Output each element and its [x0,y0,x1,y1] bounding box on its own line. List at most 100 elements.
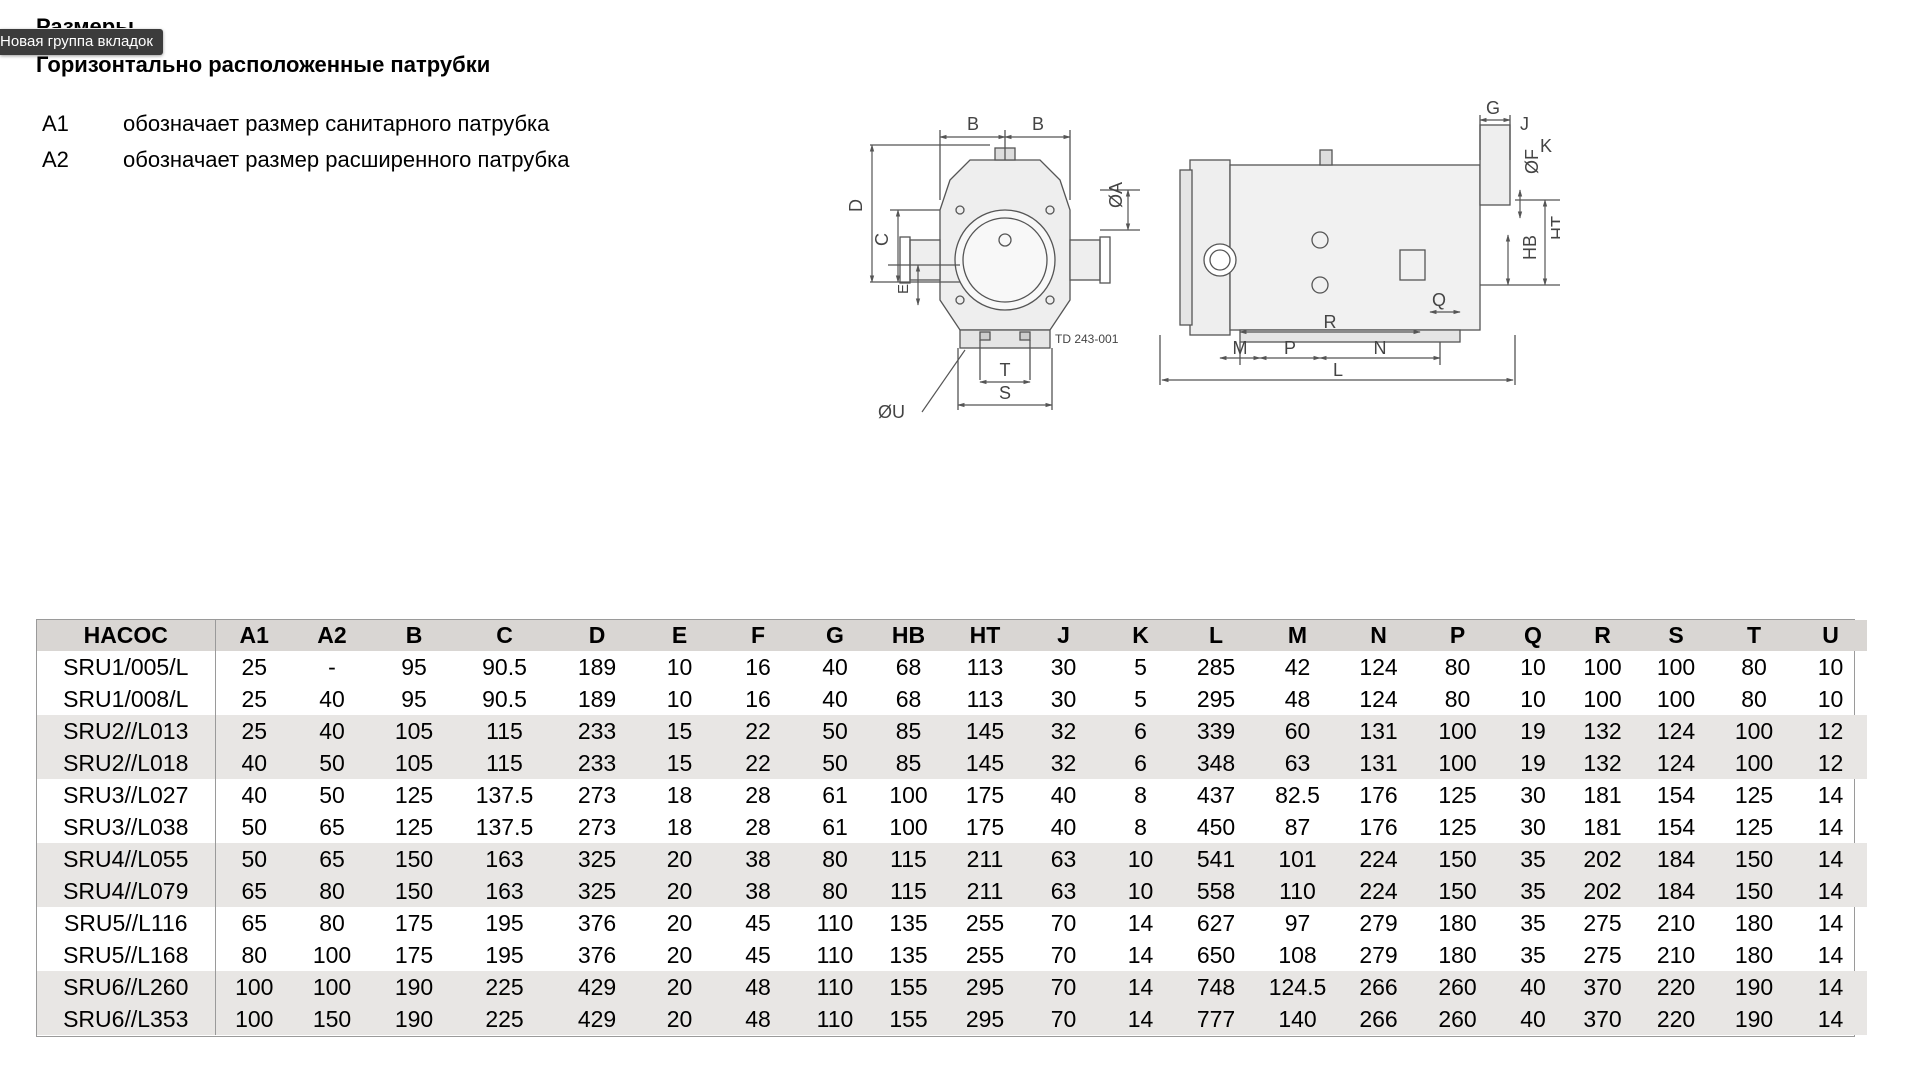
dimension-cell: 190 [1734,1005,1774,1032]
dimension-cell: 181 [1583,813,1622,840]
dimension-cell: 14 [1817,845,1844,872]
dimension-cell: 48 [745,973,771,1000]
dimension-cell: 48 [745,1005,771,1032]
dimension-cell: 48 [1284,685,1311,712]
dimension-cell: 180 [1438,909,1477,936]
dimension-cell: 32 [1050,749,1077,776]
dimension-cell: 65 [319,813,345,840]
dimension-cell: 32 [1050,717,1077,744]
dim-label-f: ØF [1522,149,1542,174]
dimension-cell: 40 [1520,1005,1546,1032]
section-title: Размеры [36,14,135,28]
dimension-cell: 14 [1817,813,1844,840]
column-header: J [1057,622,1070,648]
dimension-cell: 30 [1050,685,1077,712]
dimension-cell: 8 [1134,813,1147,840]
dim-label-ht: HT [1548,216,1560,240]
dimension-cell: 376 [577,941,617,968]
dim-label-hb: HB [1520,235,1540,260]
dimension-cell: 90.5 [482,685,527,712]
dimension-cell: 10 [1127,877,1154,904]
dimension-cell: 6 [1134,749,1147,776]
dimension-cell: 195 [485,941,524,968]
dimension-cell: 224 [1359,845,1398,872]
dimension-cell: 275 [1583,909,1622,936]
dimension-cell: 137.5 [475,813,534,840]
dimension-cell: 175 [394,909,434,936]
dimension-cell: 63 [1284,749,1311,776]
dimension-cell: 180 [1438,941,1477,968]
dimension-cell: 110 [816,973,854,1000]
dimension-cell: 8 [1134,781,1147,808]
dimension-cell: 14 [1817,781,1844,808]
dimension-cell: 100 [1656,685,1696,712]
dimension-cell: 450 [1196,813,1236,840]
dimension-cell: 28 [745,781,771,808]
dimension-cell: 275 [1583,941,1622,968]
dimension-cell: 175 [965,813,1005,840]
note-key: A2 [42,147,69,172]
dimension-cell: 12 [1817,749,1844,776]
dimension-cell: 100 [1583,653,1622,680]
dimension-cell: 135 [889,909,928,936]
dimension-cell: 60 [1284,717,1311,744]
dimension-cell: 273 [577,813,617,840]
dimension-cell: 14 [1127,909,1154,936]
notes-list: A1 обозначает размер санитарного патрубк… [42,106,569,178]
dimension-cell: 189 [577,685,617,712]
dim-label-q: Q [1432,290,1446,310]
dimension-cell: 5 [1134,653,1147,680]
pump-model-cell: SRU3//L038 [37,811,216,843]
dimension-cell: 115 [890,877,927,904]
dimension-cell: 105 [394,749,434,776]
dimension-cell: 50 [319,781,345,808]
dimension-cell: 140 [1278,1005,1317,1032]
dimension-cell: 14 [1817,909,1844,936]
dimension-cell: 20 [666,1005,693,1032]
dimension-cell: 70 [1050,973,1077,1000]
dimension-cell: 650 [1196,941,1236,968]
dimension-cell: 211 [966,845,1004,872]
dimension-cell: 10 [1520,685,1546,712]
dimension-cell: 38 [745,845,771,872]
dimension-cell: 20 [666,877,693,904]
dimension-cell: 100 [889,813,928,840]
dimension-cell: 145 [965,717,1005,744]
page-subtitle: Горизонтально расположенные патрубки [36,52,491,77]
dimension-cell: 35 [1520,909,1546,936]
column-header: G [826,622,844,648]
dim-label-r: R [1324,312,1337,332]
dimension-cell: 150 [1438,877,1477,904]
dimension-cell: 370 [1583,973,1622,1000]
dimension-cell: 65 [241,909,268,936]
dimension-cell: 210 [1656,909,1696,936]
column-header: A1 [239,622,269,648]
dimension-cell: 22 [745,749,771,776]
dimension-cell: 20 [666,845,693,872]
dimension-cell: 14 [1127,973,1154,1000]
dimension-cell: 40 [822,653,848,680]
dimension-cell: 65 [319,845,345,872]
dim-label-t: T [1000,360,1011,380]
dimension-cell: 20 [666,941,693,968]
dimension-cell: 220 [1656,973,1696,1000]
dimension-cell: 220 [1656,1005,1696,1032]
dimension-cell: 150 [1438,845,1477,872]
dimension-cell: 90.5 [482,653,527,680]
dimension-cell: 233 [577,717,617,744]
dimension-cell: 325 [577,877,617,904]
dimension-cell: 125 [1734,813,1774,840]
note-text: обозначает размер санитарного патрубка [123,111,550,136]
dimension-cell: 124 [1359,685,1398,712]
column-header: B [405,622,423,648]
dimension-cell: 20 [666,973,693,1000]
column-header: U [1822,622,1839,648]
dimension-cell: 80 [822,845,848,872]
